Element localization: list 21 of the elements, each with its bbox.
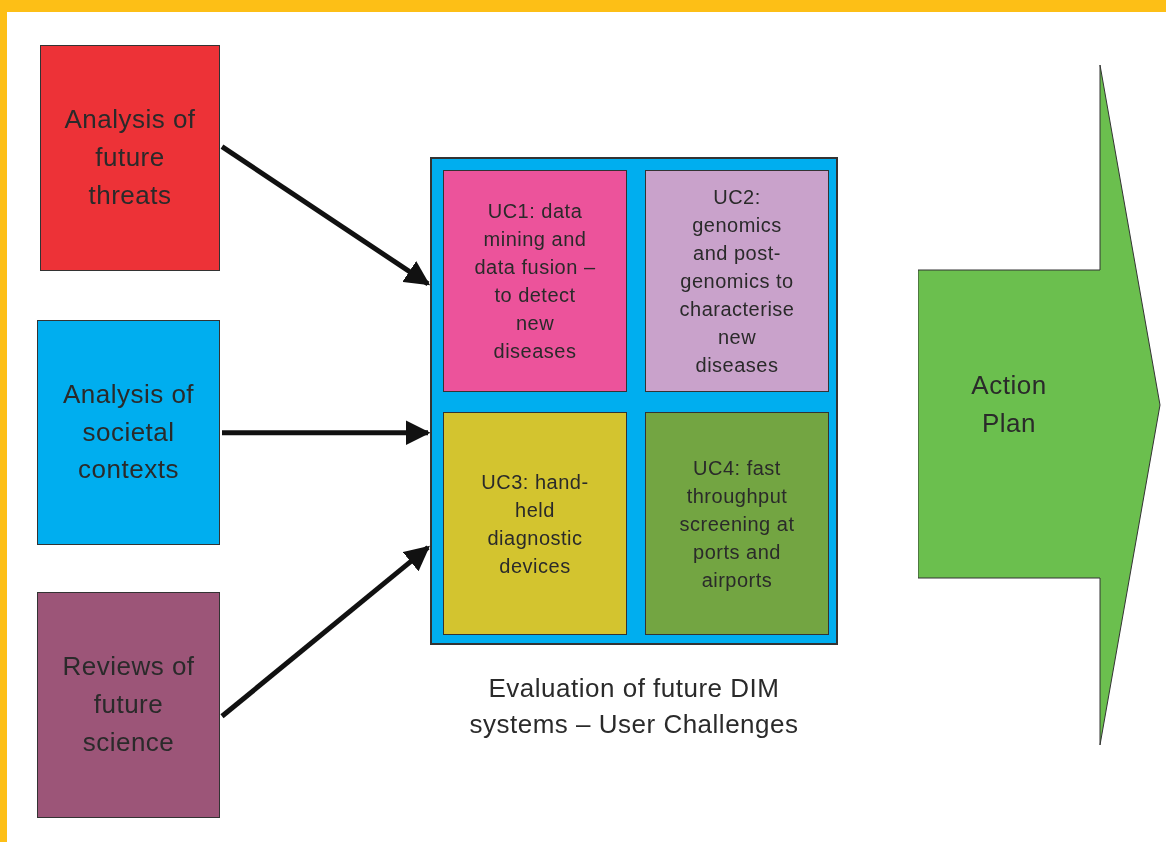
node-text: UC1: data mining and data fusion – to detect new diseases (473, 199, 597, 364)
process-box (37, 592, 220, 818)
arrow-shape (918, 65, 1164, 745)
node-text: Action Plan (970, 369, 1048, 440)
process-box (443, 170, 627, 392)
arrow (220, 545, 430, 719)
arrow (222, 420, 431, 446)
process-box (645, 412, 829, 635)
arrow (220, 144, 431, 286)
node-text: UC2: genomics and post-genomics to characterise new diseases (678, 185, 796, 378)
node-text: Analysis of societal contexts (61, 377, 196, 487)
group-box (430, 157, 838, 645)
node-text: UC4: fast throughput screening at ports and airports (678, 455, 796, 593)
caption-text: Evaluation of future DIM systems – User Challenges (468, 672, 800, 742)
process-box (37, 320, 220, 545)
process-box (645, 170, 829, 392)
node-text: UC3: hand-held diagnostic devices (480, 469, 590, 579)
node-text: Reviews of future science (61, 650, 196, 759)
node-text: Analysis of future threats (63, 103, 197, 212)
process-box (443, 412, 627, 635)
process-box (40, 45, 220, 271)
